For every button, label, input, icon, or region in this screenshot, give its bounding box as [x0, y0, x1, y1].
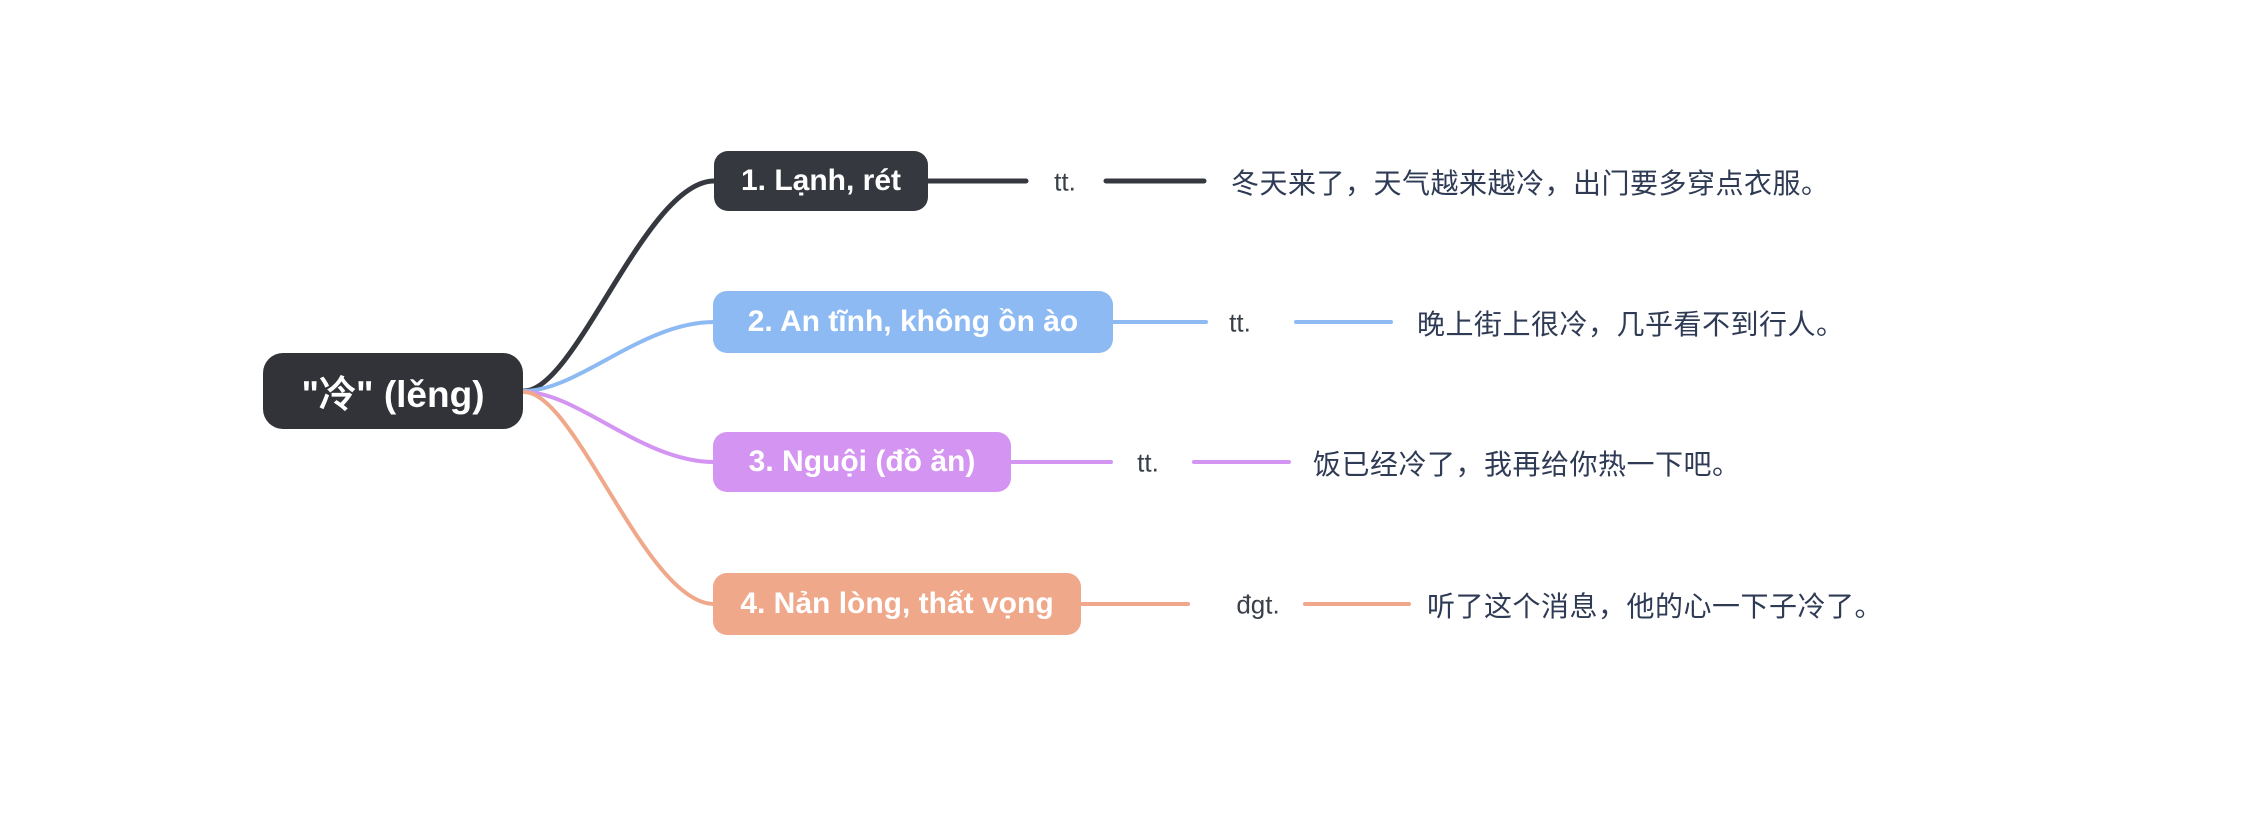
- branch-node-4[interactable]: 4. Nản lòng, thất vọng: [713, 573, 1081, 635]
- branch-node-1-label: 1. Lạnh, rét: [740, 164, 902, 197]
- example-text-2[interactable]: 晚上街上很冷，几乎看不到行人。: [1417, 309, 1845, 340]
- example-text-4[interactable]: 听了这个消息，他的心一下子冷了。: [1427, 591, 1884, 622]
- branch-node-3-label: 3. Nguội (đồ ăn): [748, 445, 976, 478]
- pos-label-3[interactable]: tt.: [1137, 447, 1159, 478]
- edge-root-branch-2: [522, 320, 716, 393]
- branch-node-4-label: 4. Nản lòng, thất vọng: [740, 587, 1054, 620]
- example-text-1[interactable]: 冬天来了，天气越来越冷，出门要多穿点衣服。: [1231, 168, 1830, 199]
- root-node[interactable]: "冷" (lěng): [263, 353, 523, 429]
- edge-root-branch-4: [522, 390, 716, 606]
- edge-root-branch-3: [522, 390, 716, 464]
- pos-label-1[interactable]: tt.: [1054, 166, 1076, 197]
- example-text-3[interactable]: 饭已经冷了，我再给你热一下吧。: [1313, 449, 1741, 480]
- branch-node-3[interactable]: 3. Nguội (đồ ăn): [713, 432, 1011, 492]
- branch-node-2[interactable]: 2. An tĩnh, không ồn ào: [713, 291, 1113, 353]
- pos-label-2[interactable]: tt.: [1229, 307, 1251, 338]
- branch-node-1[interactable]: 1. Lạnh, rét: [714, 151, 928, 211]
- pos-label-4[interactable]: đgt.: [1236, 589, 1280, 620]
- edge-root-branch-1: [521, 178, 717, 394]
- branch-node-2-label: 2. An tĩnh, không ồn ào: [747, 305, 1079, 338]
- root-node-label: "冷" (lěng): [301, 374, 485, 415]
